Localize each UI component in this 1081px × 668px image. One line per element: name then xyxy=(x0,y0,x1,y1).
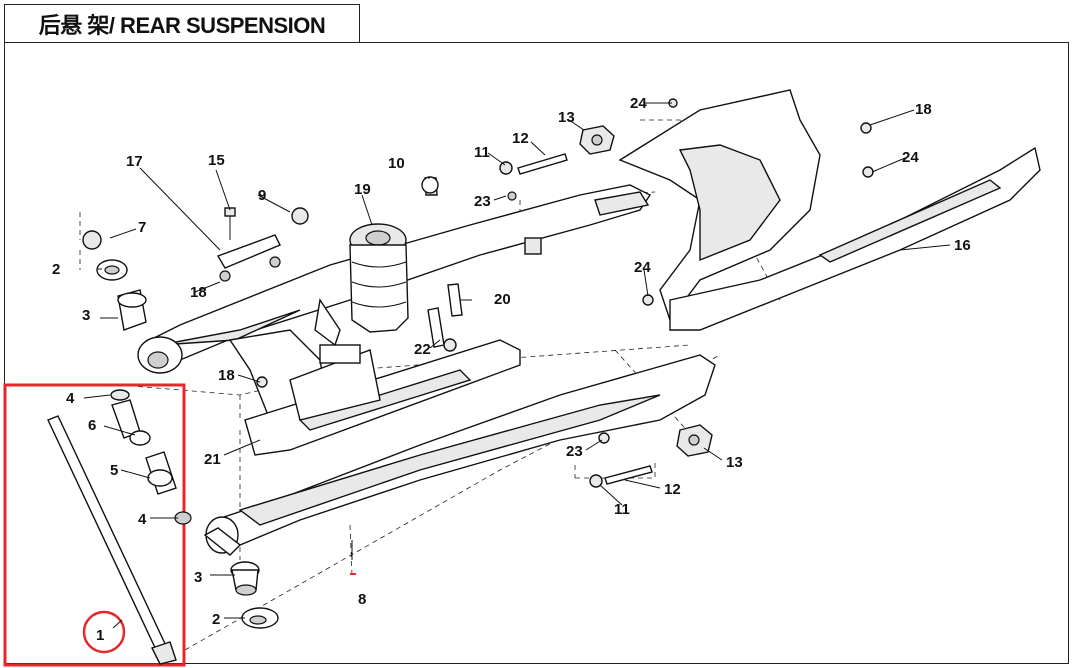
callout-24: 24 xyxy=(902,149,919,166)
callout-3: 3 xyxy=(194,569,202,586)
callout-11: 11 xyxy=(474,144,490,161)
callout-17: 17 xyxy=(126,153,143,170)
callout-labels: 4 6 5 4 1 3 2 2 3 7 17 15 18 9 10 19 11 … xyxy=(52,95,971,644)
callout-18: 18 xyxy=(915,101,932,118)
callout-13: 13 xyxy=(558,109,575,126)
callout-2: 2 xyxy=(212,611,220,628)
diagram-frame xyxy=(4,42,1069,664)
callout-10: 10 xyxy=(388,155,405,172)
callout-15: 15 xyxy=(208,152,225,169)
callout-18: 18 xyxy=(190,284,207,301)
upper-hardware xyxy=(82,98,874,575)
highlighted-group xyxy=(3,383,192,667)
callout-24: 24 xyxy=(630,95,647,112)
callout-3: 3 xyxy=(82,307,90,324)
leader-lines xyxy=(83,102,951,629)
callout-1: 1 xyxy=(96,627,104,644)
callout-11: 11 xyxy=(614,501,630,518)
callout-20: 20 xyxy=(494,291,511,308)
lower-bushings xyxy=(203,516,279,629)
title-box: 后悬 架/ REAR SUSPENSION xyxy=(4,4,360,43)
shock-absorber xyxy=(314,223,409,364)
callout-12: 12 xyxy=(664,481,681,498)
callout-24: 24 xyxy=(634,259,651,276)
callout-21: 21 xyxy=(204,451,221,468)
callout-4: 4 xyxy=(66,390,75,407)
callout-23: 23 xyxy=(474,193,491,210)
diagram-title: 后悬 架/ REAR SUSPENSION xyxy=(38,12,326,38)
highlight-circle xyxy=(82,610,126,654)
callout-23: 23 xyxy=(566,443,583,460)
callout-13: 13 xyxy=(726,454,743,471)
callout-12: 12 xyxy=(512,130,529,147)
chain-guard xyxy=(618,89,1041,331)
callout-19: 19 xyxy=(354,181,371,198)
callout-22: 22 xyxy=(414,341,431,358)
callout-16: 16 xyxy=(954,237,971,254)
callout-8: 8 xyxy=(358,591,366,608)
callout-5: 5 xyxy=(110,462,118,479)
callout-2: 2 xyxy=(52,261,60,278)
lower-swing-arm xyxy=(214,339,716,546)
callout-4: 4 xyxy=(138,511,147,528)
callout-9: 9 xyxy=(258,187,266,204)
callout-7: 7 xyxy=(138,219,146,236)
highlight-box xyxy=(3,383,186,667)
callout-18: 18 xyxy=(218,367,235,384)
callout-6: 6 xyxy=(88,417,96,434)
